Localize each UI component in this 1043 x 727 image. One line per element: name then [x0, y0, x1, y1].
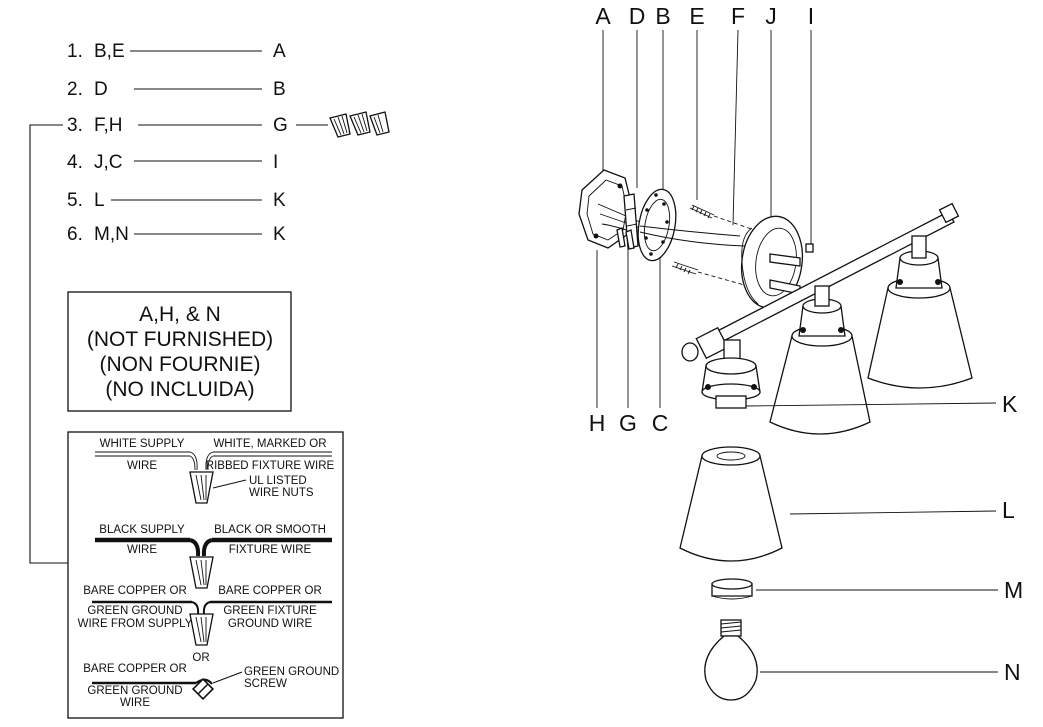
ground-fixture-label: BARE COPPER OR: [218, 585, 322, 597]
black-fixture-label-2: FIXTURE WIRE: [229, 544, 312, 556]
white-supply-label: WHITE SUPPLY: [100, 438, 185, 450]
step-parts: M,N: [94, 224, 129, 245]
ground-alt-label: BARE COPPER OR: [83, 663, 187, 675]
wire-nuts-label-2: WIRE NUTS: [249, 487, 314, 499]
not-furnished-note: A,H, & N (NOT FURNISHED) (NON FOURNIE) (…: [67, 291, 292, 412]
step-number: 5.: [67, 190, 83, 211]
callout-l: L: [1002, 497, 1015, 523]
light-bulb-icon: [704, 619, 758, 701]
right-callouts: K L M N: [745, 391, 1023, 685]
shade-middle: [769, 285, 871, 435]
step-1: 1. B,E A: [67, 41, 286, 62]
step-parts: F,H: [94, 115, 123, 136]
step-number: 3.: [67, 115, 83, 136]
step-parts: D: [94, 79, 108, 100]
shade-exploded: [679, 446, 783, 562]
wire-nuts-label: UL LISTED: [249, 475, 307, 487]
step-target: K: [273, 224, 286, 245]
wiring-diagram: WHITE SUPPLY WIRE WHITE, MARKED OR RIBBE…: [67, 431, 344, 719]
ground-wire: [92, 600, 332, 646]
step-3-bracket: [29, 124, 68, 564]
callout-h: H: [589, 410, 606, 436]
ground-screw-icon: [92, 677, 215, 701]
ground-fixture-label-2: GREEN FIXTURE: [223, 605, 317, 617]
top-leaders: [602, 29, 812, 246]
screw-label: GREEN GROUND: [244, 666, 339, 678]
ground-fixture-label-3: GROUND WIRE: [228, 618, 313, 630]
step-target: I: [273, 152, 278, 173]
step-target: G: [273, 115, 288, 136]
callout-c: C: [652, 410, 669, 436]
step-6: 6. M,N K: [67, 224, 286, 245]
callout-m: M: [1004, 577, 1023, 603]
callout-e: E: [689, 3, 704, 29]
bottom-callouts: H G C: [589, 248, 669, 436]
screw-leader: [212, 671, 243, 684]
step-2: 2. D B: [67, 79, 286, 100]
callout-b: B: [655, 3, 670, 29]
callout-a: A: [595, 3, 611, 29]
or-label: OR: [192, 652, 209, 664]
wire-nuts-leader: [212, 479, 247, 489]
callout-k: K: [1002, 391, 1018, 417]
callout-f: F: [731, 3, 745, 29]
ground-alt-label-2: GREEN GROUND: [87, 685, 182, 697]
black-supply-label-2: WIRE: [127, 544, 157, 556]
screw-label-2: SCREW: [244, 678, 287, 690]
callout-n: N: [1004, 659, 1021, 685]
step-3: 3. F,H G: [67, 111, 390, 138]
mounting-plate: [637, 188, 677, 262]
white-fixture-label: WHITE, MARKED OR: [213, 438, 326, 450]
shade-ring: [711, 578, 753, 600]
black-wire: [95, 537, 332, 589]
step-number: 1.: [67, 41, 83, 62]
note-line-2: (NOT FURNISHED): [87, 328, 273, 351]
white-fixture-label-2: RIBBED FIXTURE WIRE: [206, 460, 335, 472]
callout-g: G: [619, 410, 637, 436]
black-supply-label: BLACK SUPPLY: [99, 524, 185, 536]
callout-j: J: [765, 3, 777, 29]
mounting-screws: [671, 204, 761, 287]
step-5: 5. L K: [67, 190, 286, 211]
step-number: 4.: [67, 152, 83, 173]
wire-nuts-icon: [329, 111, 390, 138]
fixture-wires: [639, 225, 746, 247]
crossbar: [616, 193, 639, 250]
fixture-arm: [681, 202, 960, 362]
note-line-3: (NON FOURNIE): [100, 353, 261, 376]
ground-supply-label-2: GREEN GROUND: [87, 605, 182, 617]
ground-supply-label: BARE COPPER OR: [83, 585, 187, 597]
note-line-4: (NO INCLUIDA): [105, 378, 254, 401]
step-4: 4. J,C I: [67, 152, 278, 173]
black-fixture-label: BLACK OR SMOOTH: [214, 524, 326, 536]
step-target: B: [273, 79, 286, 100]
callout-i: I: [808, 3, 814, 29]
step-parts: J,C: [94, 152, 123, 173]
step-list: 1. B,E A 2. D B 3. F,H G: [67, 41, 390, 245]
step-target: A: [273, 41, 286, 62]
note-line-1: A,H, & N: [139, 303, 221, 326]
callout-d: D: [629, 3, 646, 29]
step-number: 6.: [67, 224, 83, 245]
white-supply-label-2: WIRE: [127, 460, 157, 472]
step-number: 2.: [67, 79, 83, 100]
step-parts: L: [94, 190, 105, 211]
shade-right: [867, 235, 973, 389]
top-callouts: A D B E F J I: [595, 3, 814, 29]
step-parts: B,E: [94, 41, 125, 62]
ground-supply-label-3: WIRE FROM SUPPLY: [78, 618, 193, 630]
socket-cup: [701, 339, 761, 409]
step-target: K: [273, 190, 286, 211]
ground-alt-label-3: WIRE: [120, 697, 150, 709]
white-wire: [95, 451, 332, 504]
